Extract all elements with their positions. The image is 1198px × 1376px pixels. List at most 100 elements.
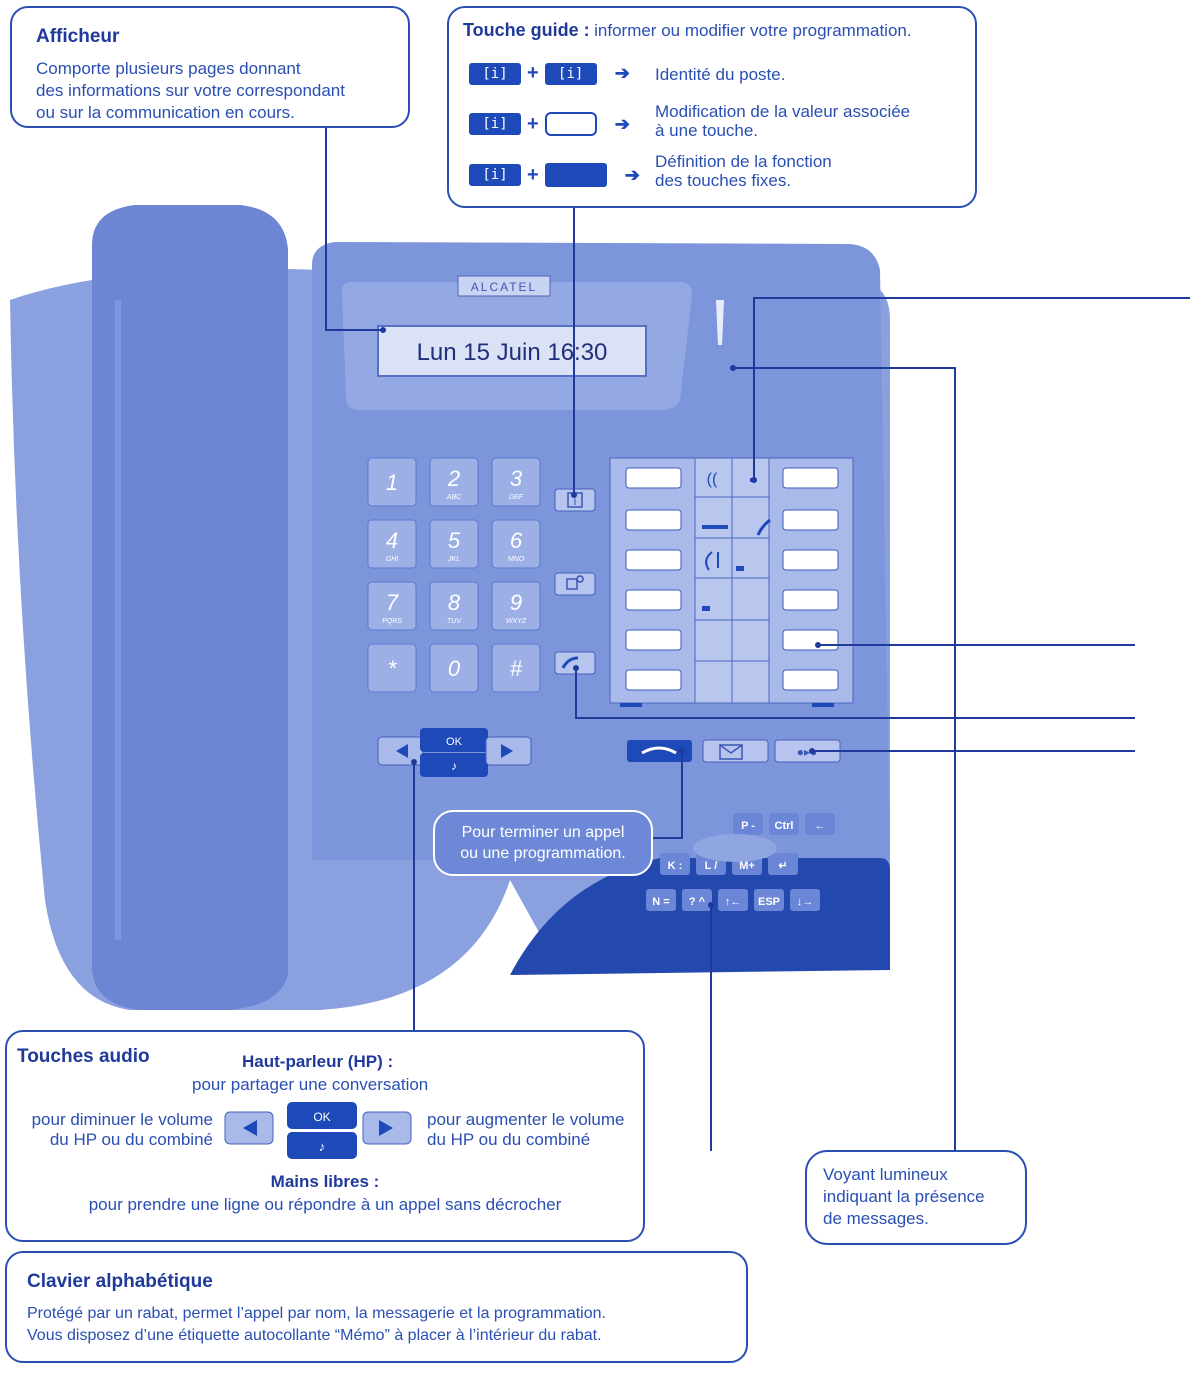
speaker-call-icon: (( (707, 471, 718, 488)
alpha-key-label: P - (741, 820, 755, 832)
info-key-icon: [i] (544, 62, 597, 85)
prog-key-right-2[interactable] (782, 549, 839, 571)
svg-text:OK: OK (313, 1110, 330, 1124)
keypad-key-9[interactable] (367, 643, 417, 693)
alpha-key-label: ↑← (725, 896, 742, 908)
info-key-icon: [i] (469, 62, 521, 85)
guide-row-modify: [i] + ➔ (469, 112, 630, 136)
alpha-key-label: ← (815, 820, 826, 832)
afficheur-title: Afficheur (36, 26, 120, 47)
lcd-screen (377, 325, 647, 377)
afficheur-text: Comporte plusieurs pages donnant des inf… (36, 59, 345, 122)
callback-key[interactable] (554, 651, 596, 675)
alpha-key-label: ? ^ (689, 896, 706, 908)
keypad-key-8[interactable] (491, 581, 541, 631)
keypad-key-0[interactable] (367, 457, 417, 507)
svg-text:♪: ♪ (319, 1139, 326, 1154)
prog-key-right-4[interactable] (782, 629, 839, 651)
alpha-key-label: ESP (758, 896, 780, 908)
alpha-key-label: ↵ (778, 860, 787, 872)
prog-key-right-5[interactable] (782, 669, 839, 691)
keypad-letters: PQRS (382, 618, 402, 625)
prog-key-left-2[interactable] (625, 549, 682, 571)
clavier-text: Protégé par un rabat, permet l’appel par… (27, 1305, 606, 1344)
keypad-digit: 4 (386, 528, 398, 553)
keypad-key-1[interactable] (429, 457, 479, 507)
keypad-digit: 3 (510, 466, 523, 491)
keypad-key-6[interactable] (367, 581, 417, 631)
info-key[interactable] (554, 488, 596, 512)
alpha-key[interactable] (682, 889, 712, 911)
audio-title: Touches audio (17, 1046, 150, 1067)
alpha-key-label: Ctrl (775, 820, 794, 832)
guide-row-identity: [i] + [i] ➔ (469, 62, 630, 85)
keypad-key-2[interactable] (491, 457, 541, 507)
guide-row3-text: Définition de la fonction des touches fi… (655, 152, 832, 190)
lcd-text: Lun 15 Juin 16:30 (417, 339, 608, 366)
prog-key-left-1[interactable] (625, 509, 682, 531)
prog-key-right-1[interactable] (782, 509, 839, 531)
clavier-title: Clavier alphabétique (27, 1271, 213, 1292)
alpha-key-label: K : (668, 860, 683, 872)
keypad-key-5[interactable] (491, 519, 541, 569)
keypad-digit: 5 (448, 528, 461, 553)
directory-key[interactable] (554, 572, 596, 596)
guide-row-define: [i] + ➔ (469, 163, 640, 187)
prog-key-right-0[interactable] (782, 467, 839, 489)
handset (92, 205, 288, 1010)
keypad-digit: 8 (448, 590, 461, 615)
end-call-line2: ou une programmation. (460, 845, 626, 862)
svg-text:OK: OK (446, 736, 463, 748)
prog-key-left-5[interactable] (625, 669, 682, 691)
keypad-digit: # (510, 656, 523, 681)
guide-subtitle: informer ou modifier votre programmation… (594, 21, 912, 40)
afficheur-callout: Afficheur Comporte plusieurs pages donna… (10, 6, 410, 128)
svg-text:♪: ♪ (451, 759, 457, 773)
keypad-key-11[interactable] (491, 643, 541, 693)
message-lamp (716, 300, 724, 345)
hp-title: Haut-parleur (HP) : (242, 1052, 394, 1071)
guide-title: Touche guide : (463, 20, 590, 40)
music-icon (705, 551, 719, 571)
keypad-key-4[interactable] (429, 519, 479, 569)
audio-keys[interactable]: OK ♪ (377, 728, 532, 777)
keypad-key-3[interactable] (367, 519, 417, 569)
end-call-key[interactable] (627, 740, 692, 762)
svg-text:i: i (574, 494, 577, 508)
alpha-key-label: N = (652, 896, 669, 908)
keypad-digit: 0 (448, 656, 461, 681)
brand-plate (457, 275, 551, 297)
keypad-key-7[interactable] (429, 581, 479, 631)
prog-key-left-0[interactable] (625, 467, 682, 489)
programmable-key-icon (544, 112, 597, 136)
arrow-right-icon: ➔ (624, 164, 640, 185)
keypad-digit: 2 (447, 466, 460, 491)
prog-key-right-3[interactable] (782, 589, 839, 611)
end-call-line1: Pour terminer un appel (461, 824, 625, 841)
clavier-callout: Clavier alphabétique Protégé par un raba… (5, 1251, 748, 1363)
end-call-callout: Pour terminer un appel ou une programmat… (433, 810, 653, 876)
keypad-letters: TUV (447, 618, 462, 625)
arrow-right-icon: ➔ (614, 113, 630, 134)
alpha-key[interactable] (646, 889, 676, 911)
alpha-key[interactable] (660, 853, 690, 875)
hands-title: Mains libres : (270, 1172, 380, 1191)
info-key-icon: [i] (469, 164, 521, 186)
keypad-letters: JKL (447, 556, 460, 563)
keypad-letters: WXYZ (506, 618, 527, 625)
keypad-digit: * (388, 656, 398, 681)
keypad-key-10[interactable] (429, 643, 479, 693)
arrow-right-icon: ➔ (614, 63, 630, 83)
keypad-digit: 7 (386, 590, 399, 615)
prog-key-left-3[interactable] (625, 589, 682, 611)
hands-text: pour prendre une ligne ou répondre à un … (88, 1195, 562, 1214)
keypad-letters: DEF (509, 494, 524, 501)
prog-key-left-4[interactable] (625, 629, 682, 651)
voyant-line3: de messages. (823, 1209, 929, 1228)
brand-logo: ALCATEL (471, 280, 537, 294)
svg-text:●▸●: ●▸● (797, 745, 818, 759)
keypad-digit: 6 (510, 528, 523, 553)
alpha-key-label: L / (705, 860, 718, 872)
keypad-letters: GHI (386, 556, 399, 563)
voyant-line1: Voyant lumineux (823, 1165, 948, 1184)
